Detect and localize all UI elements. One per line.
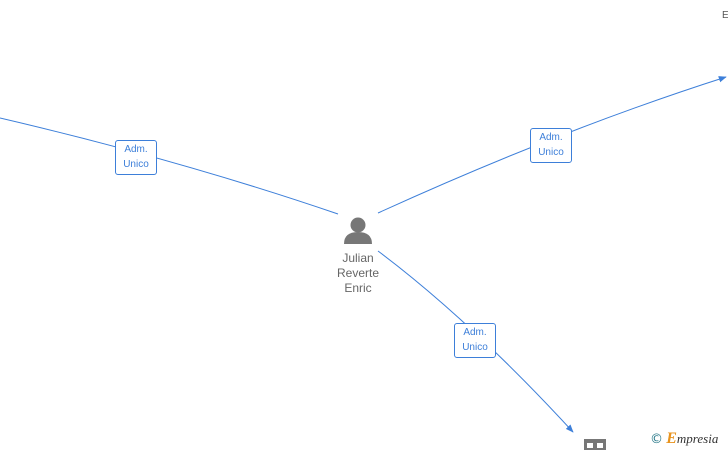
empresia-watermark: © Empresia: [650, 430, 718, 448]
watermark-text: mpresia: [676, 431, 719, 446]
person-icon[interactable]: [344, 217, 372, 245]
edge-label-bottom-right[interactable]: Adm. Unico: [454, 323, 496, 358]
copyright-icon: ©: [650, 432, 663, 447]
offscreen-node-label: E: [722, 10, 728, 21]
person-name[interactable]: Julian Reverte Enric: [336, 251, 380, 295]
edge-left: [0, 117, 339, 215]
watermark-letter: E: [666, 430, 677, 447]
edge-label-top-right[interactable]: Adm. Unico: [530, 128, 572, 163]
edge-label-left[interactable]: Adm. Unico: [115, 140, 157, 175]
building-icon[interactable]: [584, 439, 606, 450]
